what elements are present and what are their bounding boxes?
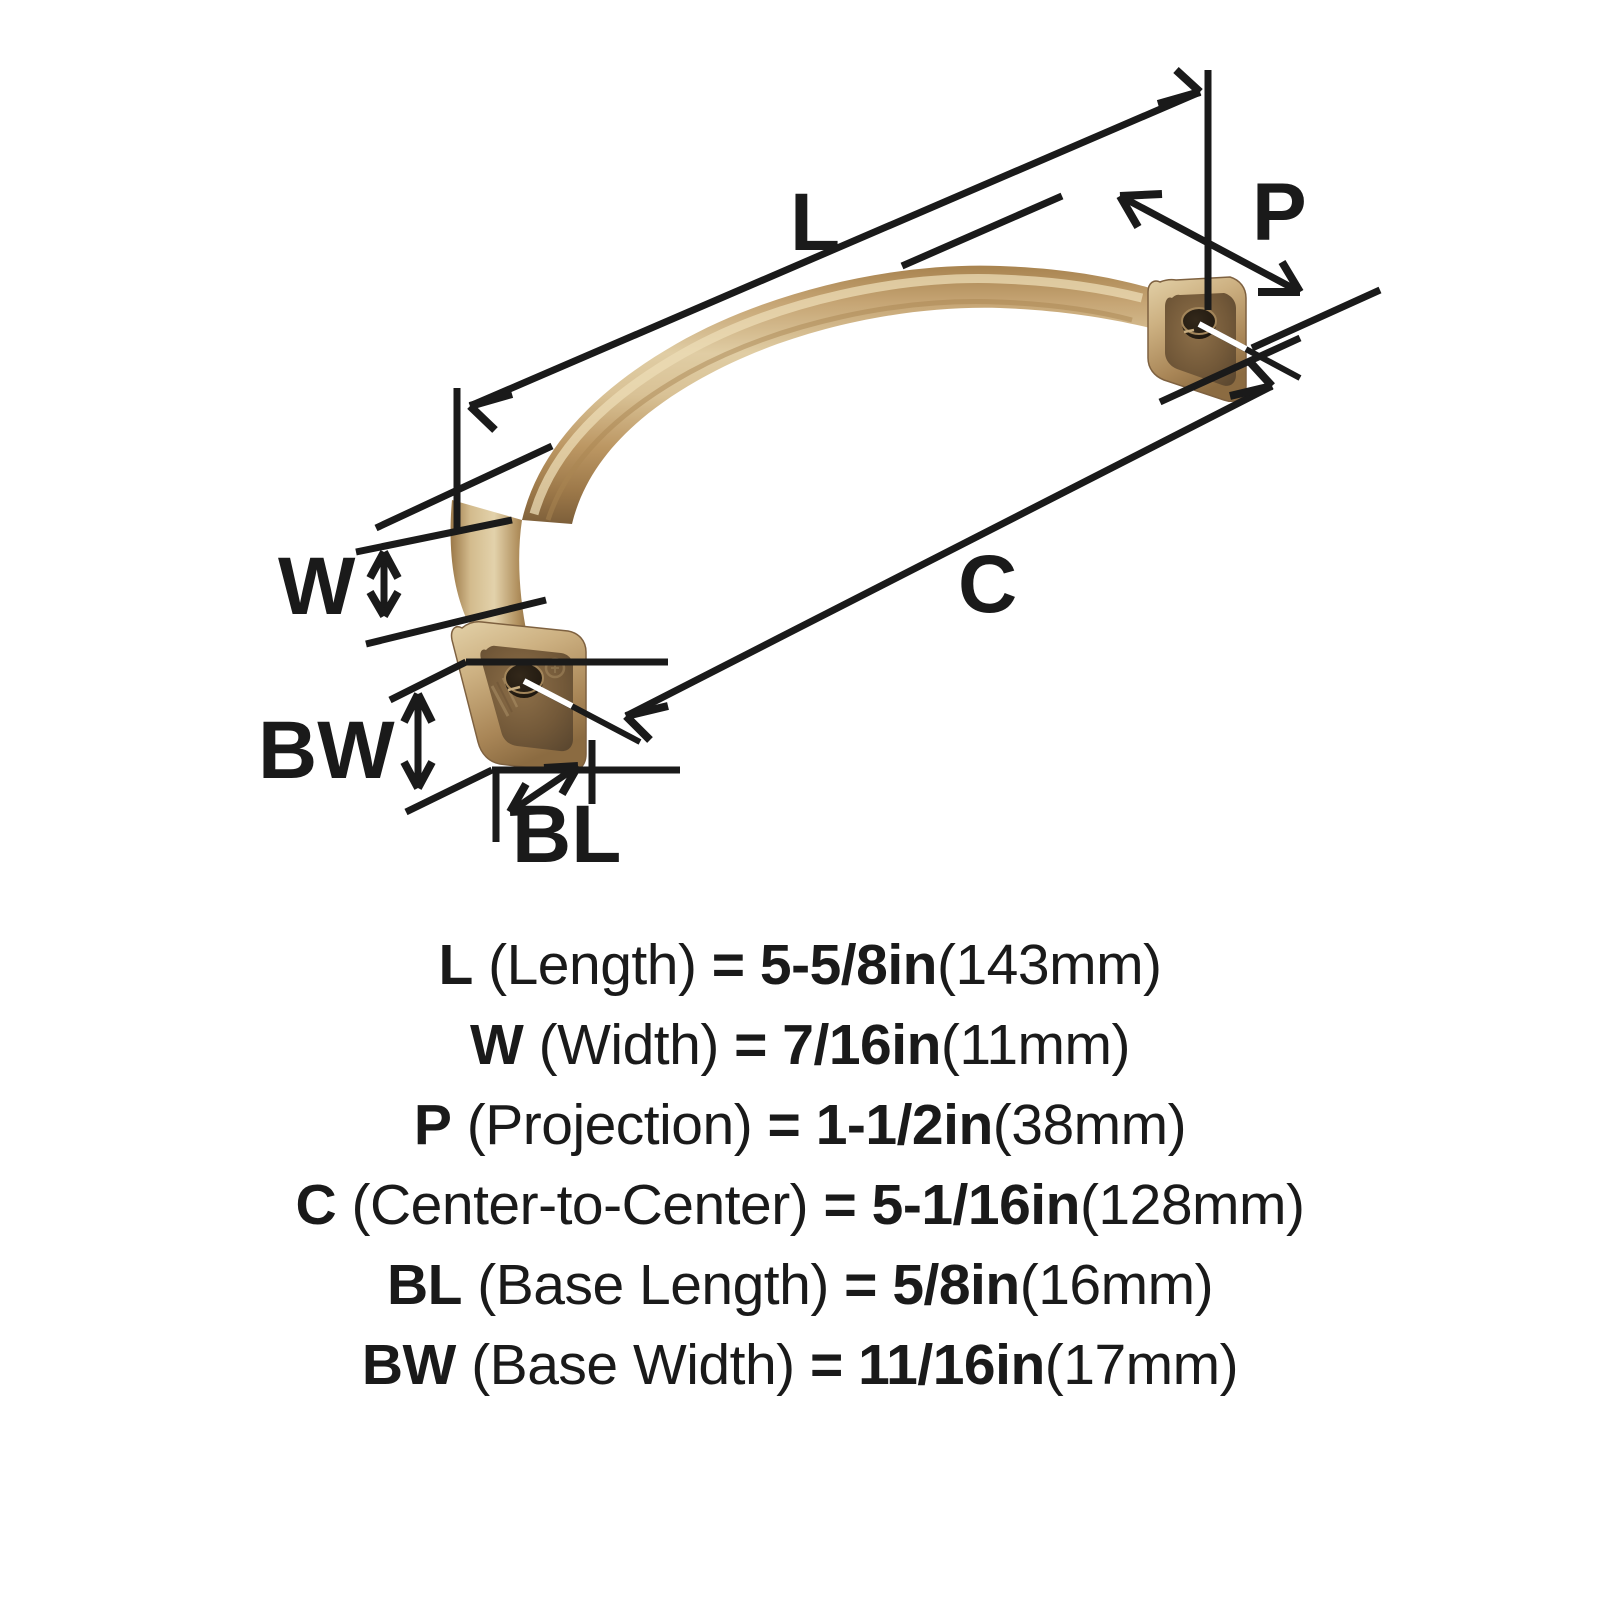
spec-metric-l: (143mm) xyxy=(937,933,1162,997)
dimension-W xyxy=(355,516,547,648)
spec-value-w: 7/16in xyxy=(782,1013,941,1077)
spec-name-c: (Center-to-Center) xyxy=(351,1173,809,1237)
spec-name-w: (Width) xyxy=(538,1013,720,1077)
spec-row-center-to-center: C (Center-to-Center) = 5-1/16in(128mm) xyxy=(0,1165,1600,1245)
spec-name-p: (Projection) xyxy=(466,1093,753,1157)
dimension-C xyxy=(522,321,1302,745)
spec-row-projection: P (Projection) = 1-1/2in(38mm) xyxy=(0,1085,1600,1165)
spec-code-c: C xyxy=(295,1173,337,1237)
dimension-L xyxy=(374,67,1212,532)
spec-row-width: W (Width) = 7/16in(11mm) xyxy=(0,1005,1600,1085)
spec-row-length: L (Length) = 5-5/8in(143mm) xyxy=(0,925,1600,1005)
spec-value-p: 1-1/2in xyxy=(815,1093,994,1157)
spec-eq-p: = xyxy=(767,1093,801,1157)
spec-name-bl: (Base Length) xyxy=(477,1253,829,1317)
spec-code-p: P xyxy=(413,1093,452,1157)
spec-metric-bw: (17mm) xyxy=(1044,1333,1239,1397)
spec-code-bl: BL xyxy=(386,1253,462,1317)
spec-eq-c: = xyxy=(823,1173,857,1237)
spec-code-w: W xyxy=(469,1013,524,1077)
callout-label-P: P xyxy=(1252,167,1307,258)
left-mounting-base xyxy=(450,500,587,773)
dimension-specification-list: L (Length) = 5-5/8in(143mm) W (Width) = … xyxy=(0,925,1600,1405)
spec-value-l: 5-5/8in xyxy=(759,933,938,997)
pull-handle-render xyxy=(450,265,1247,773)
spec-name-bw: (Base Width) xyxy=(471,1333,795,1397)
callout-label-BW: BW xyxy=(258,705,395,796)
spec-name-l: (Length) xyxy=(488,933,697,997)
spec-metric-bl: (16mm) xyxy=(1019,1253,1214,1317)
pull-handle-diagram: L P C W BW BL xyxy=(258,67,1382,880)
spec-code-l: L xyxy=(438,933,473,997)
callout-label-C: C xyxy=(958,539,1017,630)
spec-eq-l: = xyxy=(711,933,745,997)
spec-row-base-length: BL (Base Length) = 5/8in(16mm) xyxy=(0,1245,1600,1325)
spec-eq-bl: = xyxy=(844,1253,877,1317)
spec-code-bw: BW xyxy=(361,1333,456,1397)
callout-label-L: L xyxy=(790,177,840,268)
callout-label-W: W xyxy=(278,541,356,632)
spec-metric-c: (128mm) xyxy=(1079,1173,1305,1237)
spec-metric-p: (38mm) xyxy=(992,1093,1187,1157)
spec-value-c: 5-1/16in xyxy=(871,1173,1081,1237)
spec-metric-w: (11mm) xyxy=(940,1013,1131,1077)
dimension-BW xyxy=(388,658,680,816)
spec-eq-w: = xyxy=(734,1013,767,1077)
dimension-BL xyxy=(492,740,596,842)
spec-eq-bw: = xyxy=(809,1333,843,1397)
spec-row-base-width: BW (Base Width) = 11/16in(17mm) xyxy=(0,1325,1600,1405)
spec-value-bl: 5/8in xyxy=(892,1253,1020,1317)
dimension-P xyxy=(1116,190,1382,406)
callout-label-BL: BL xyxy=(512,789,621,880)
spec-value-bw: 11/16in xyxy=(858,1333,1045,1397)
